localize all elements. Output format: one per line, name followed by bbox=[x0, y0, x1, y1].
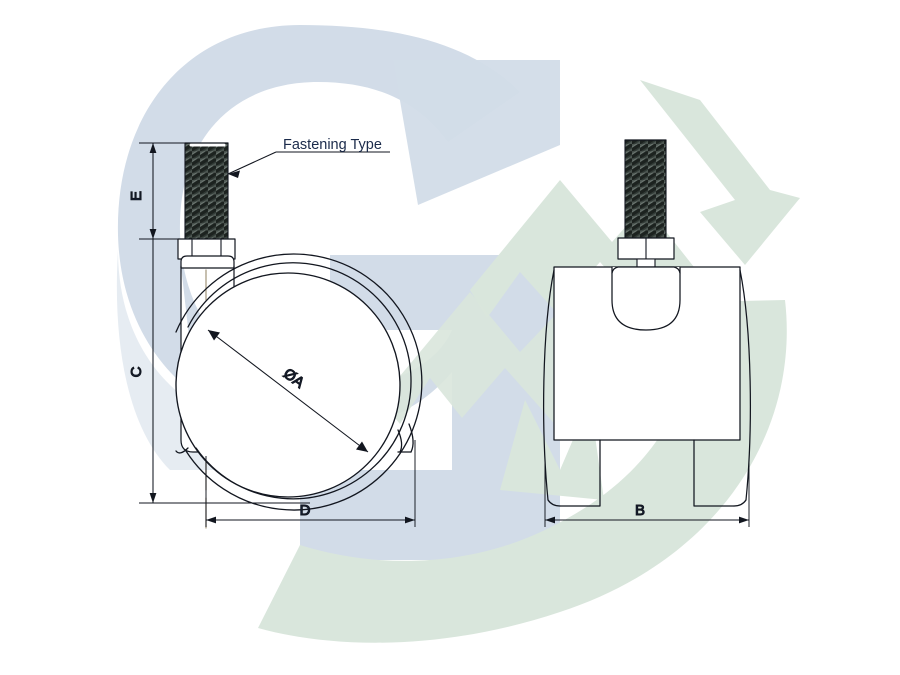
tread-band bbox=[175, 253, 423, 511]
wheel bbox=[175, 272, 401, 498]
dimension-label-C: C bbox=[128, 366, 145, 377]
threaded-stem bbox=[184, 142, 229, 240]
hex-nut-side bbox=[617, 237, 675, 269]
fastening-type-callout: Fastening Type bbox=[227, 137, 390, 178]
dimension-D: D bbox=[205, 440, 416, 527]
dimension-B: B bbox=[544, 460, 750, 527]
dimension-label-D: D bbox=[300, 502, 311, 519]
dimension-label-B: B bbox=[635, 502, 645, 519]
watermark-blue-ribbon bbox=[393, 60, 560, 205]
dimension-E: E bbox=[127, 142, 185, 240]
fork-legs bbox=[559, 439, 735, 507]
front-view bbox=[175, 142, 423, 529]
side-view bbox=[543, 139, 751, 507]
watermark-green-swoosh bbox=[258, 300, 787, 643]
dimension-C: C bbox=[127, 239, 310, 504]
side-view-dimensions: B bbox=[544, 460, 750, 527]
dimension-label-E: E bbox=[128, 191, 145, 201]
threaded-stem-side bbox=[624, 139, 667, 239]
wheel-arch bbox=[611, 266, 681, 331]
fastening-type-label: Fastening Type bbox=[283, 137, 382, 153]
